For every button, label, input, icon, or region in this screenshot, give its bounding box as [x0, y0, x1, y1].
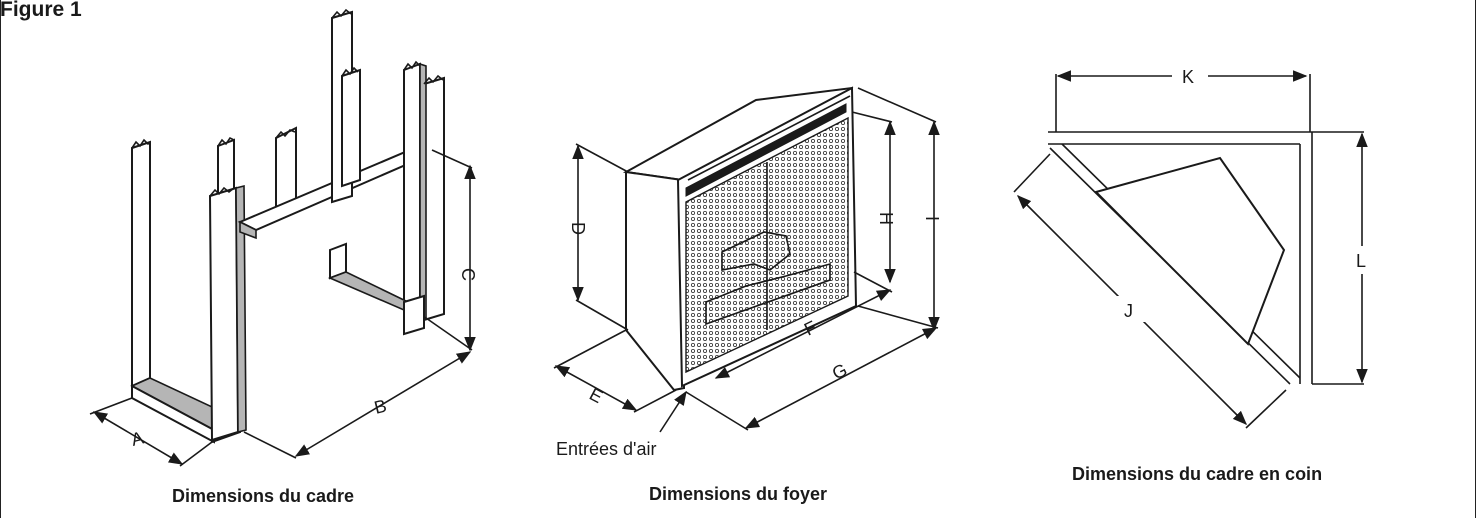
caption-frame-dimensions: Dimensions du cadre [172, 486, 355, 506]
label-d: D [568, 222, 588, 235]
label-k: K [1182, 67, 1194, 87]
firebox-drawing [553, 86, 940, 433]
frame-drawing [89, 8, 476, 467]
label-i: I [922, 216, 942, 221]
label-a: A [129, 428, 145, 450]
air-inlet-annotation: Entrées d'air [556, 439, 657, 459]
label-c: C [458, 268, 478, 281]
label-g: G [829, 359, 850, 383]
caption-corner-frame-dimensions: Dimensions du cadre en coin [1072, 464, 1323, 484]
label-j: J [1124, 301, 1133, 321]
figure-title: Figure 1 [0, 0, 82, 21]
corner-dimension-labels: K J L [1116, 62, 1376, 322]
caption-firebox-dimensions: Dimensions du foyer [649, 484, 828, 504]
label-e: E [586, 384, 606, 407]
label-b: B [372, 396, 388, 418]
frame-dimension-labels: A B C [129, 268, 478, 450]
label-h: H [876, 212, 896, 225]
label-l: L [1356, 251, 1366, 271]
corner-frame-drawing [1013, 70, 1368, 429]
